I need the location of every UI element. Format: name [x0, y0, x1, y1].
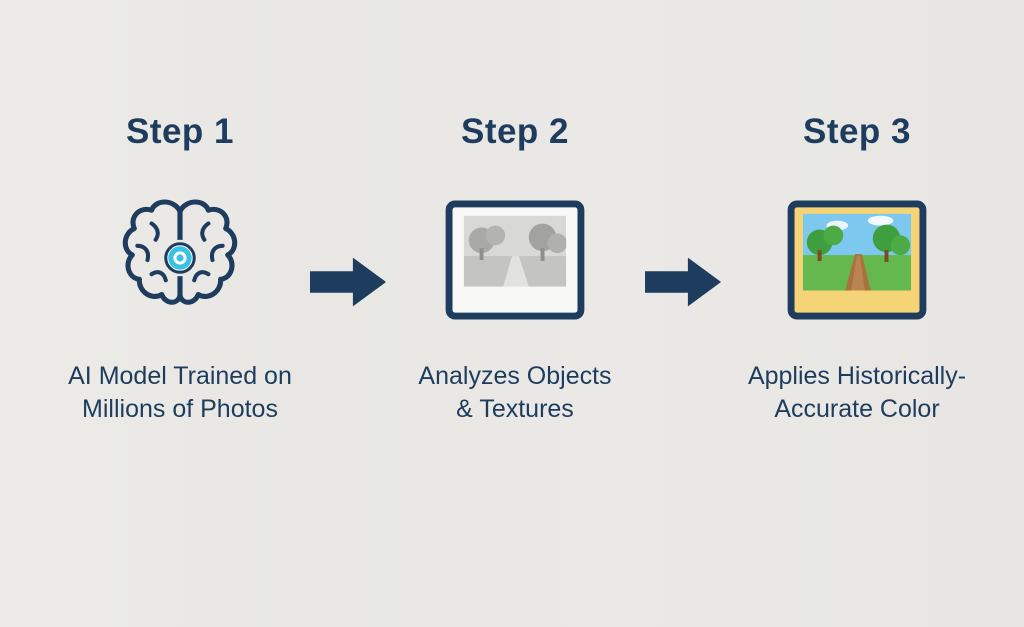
brain-target-icon	[117, 193, 243, 332]
grayscale-photo-icon	[444, 199, 586, 326]
step-2-column: Step 2	[365, 112, 665, 426]
step-2-title: Step 2	[460, 112, 570, 151]
arrow-step2-to-step3-icon	[645, 254, 723, 315]
step-3-column: Step 3	[702, 112, 1012, 426]
step-1-icon-box	[117, 178, 243, 346]
step-2-icon-box	[444, 178, 586, 346]
step-1-column: Step 1	[30, 112, 330, 426]
step-2-caption-line2: & Textures	[456, 395, 574, 423]
step-3-caption-line1: Applies Historically-	[747, 362, 967, 390]
step-3-icon-box	[786, 178, 928, 346]
arrow-step1-to-step2-icon	[310, 254, 388, 315]
step-3-title: Step 3	[802, 112, 912, 151]
step-1-title: Step 1	[125, 112, 235, 151]
step-3-caption-line2: Accurate Color	[774, 395, 940, 423]
step-3-caption: Applies Historically- Accurate Color	[748, 360, 966, 426]
step-1-caption: AI Model Trained on Millions of Photos	[68, 360, 292, 426]
step-1-caption-line1: AI Model Trained on	[68, 362, 292, 390]
step-2-caption: Analyzes Objects & Textures	[418, 360, 611, 426]
step-1-caption-line2: Millions of Photos	[82, 395, 278, 423]
color-photo-icon	[786, 199, 928, 326]
step-2-caption-line1: Analyzes Objects	[418, 362, 612, 390]
